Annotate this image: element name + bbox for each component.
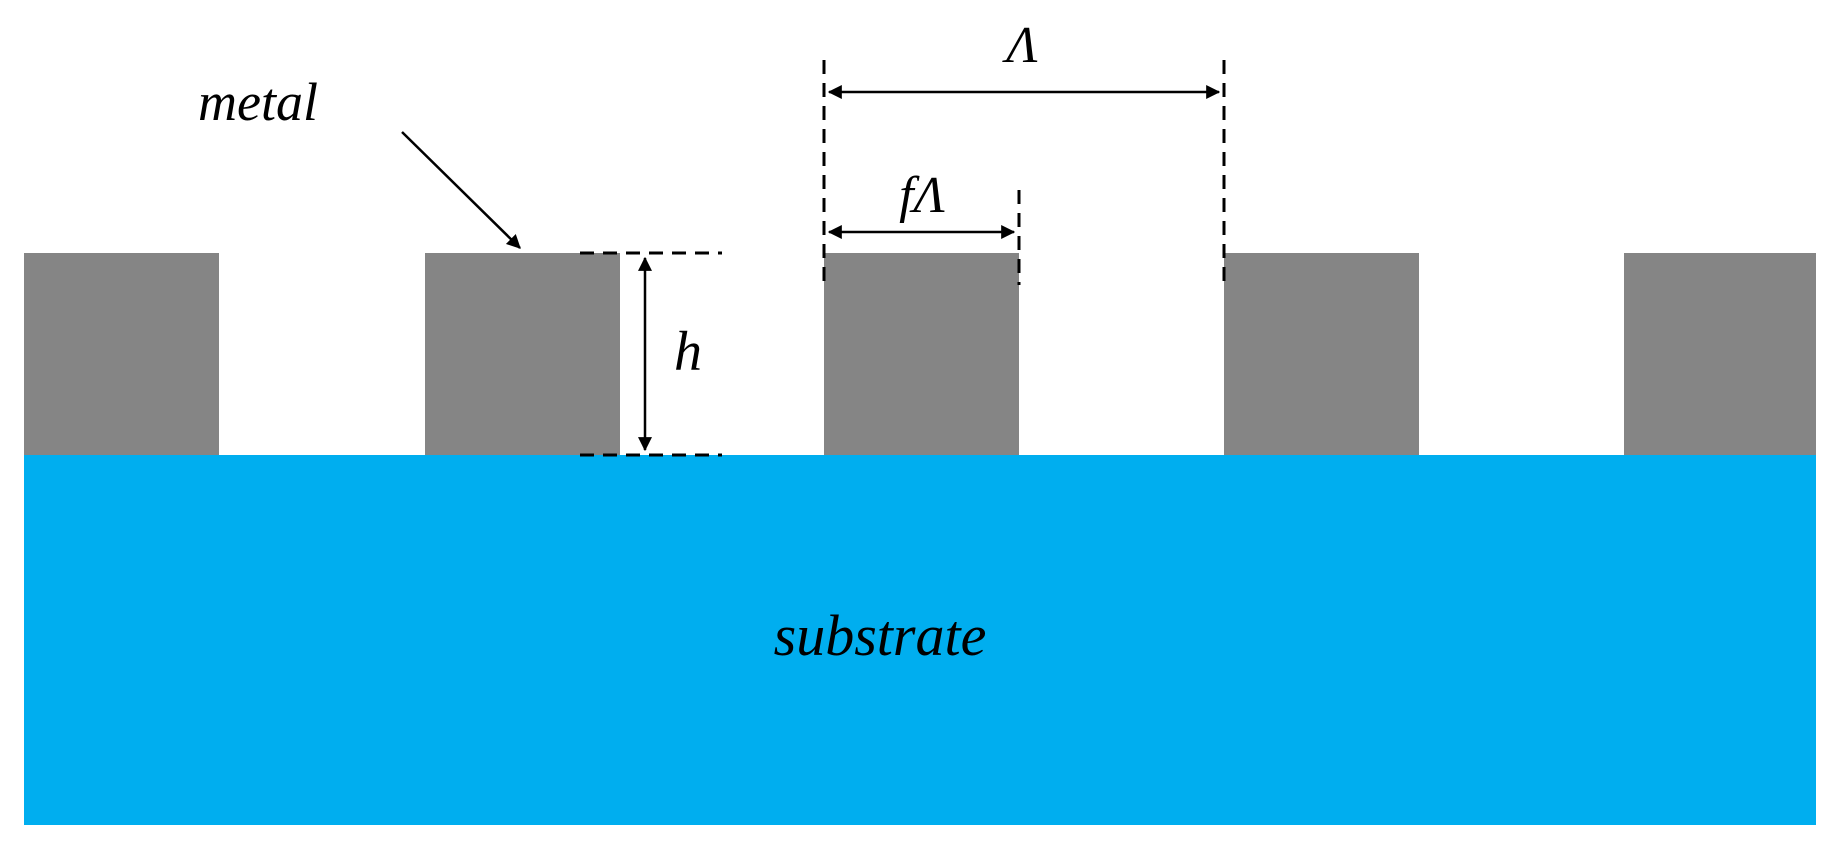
metal-ridge [24,253,219,455]
substrate-label: substrate [774,603,987,668]
substrate-layer [24,455,1816,825]
height-dimension: h [580,251,722,457]
metal-ridge [1224,253,1419,455]
height-label: h [674,321,702,383]
metal-ridge [425,253,620,455]
metal-pointer-arrow [401,131,521,249]
metal-ridge [1624,253,1816,455]
fill-width-label: fΛ [899,167,945,224]
metal-ridge [824,253,1019,455]
metal-label: metal [198,72,318,132]
period-dimension: Λ [827,17,1226,285]
fill-width-dimension: fΛ [822,60,1021,285]
metal-ridges [24,253,1816,455]
period-label: Λ [1001,17,1038,74]
